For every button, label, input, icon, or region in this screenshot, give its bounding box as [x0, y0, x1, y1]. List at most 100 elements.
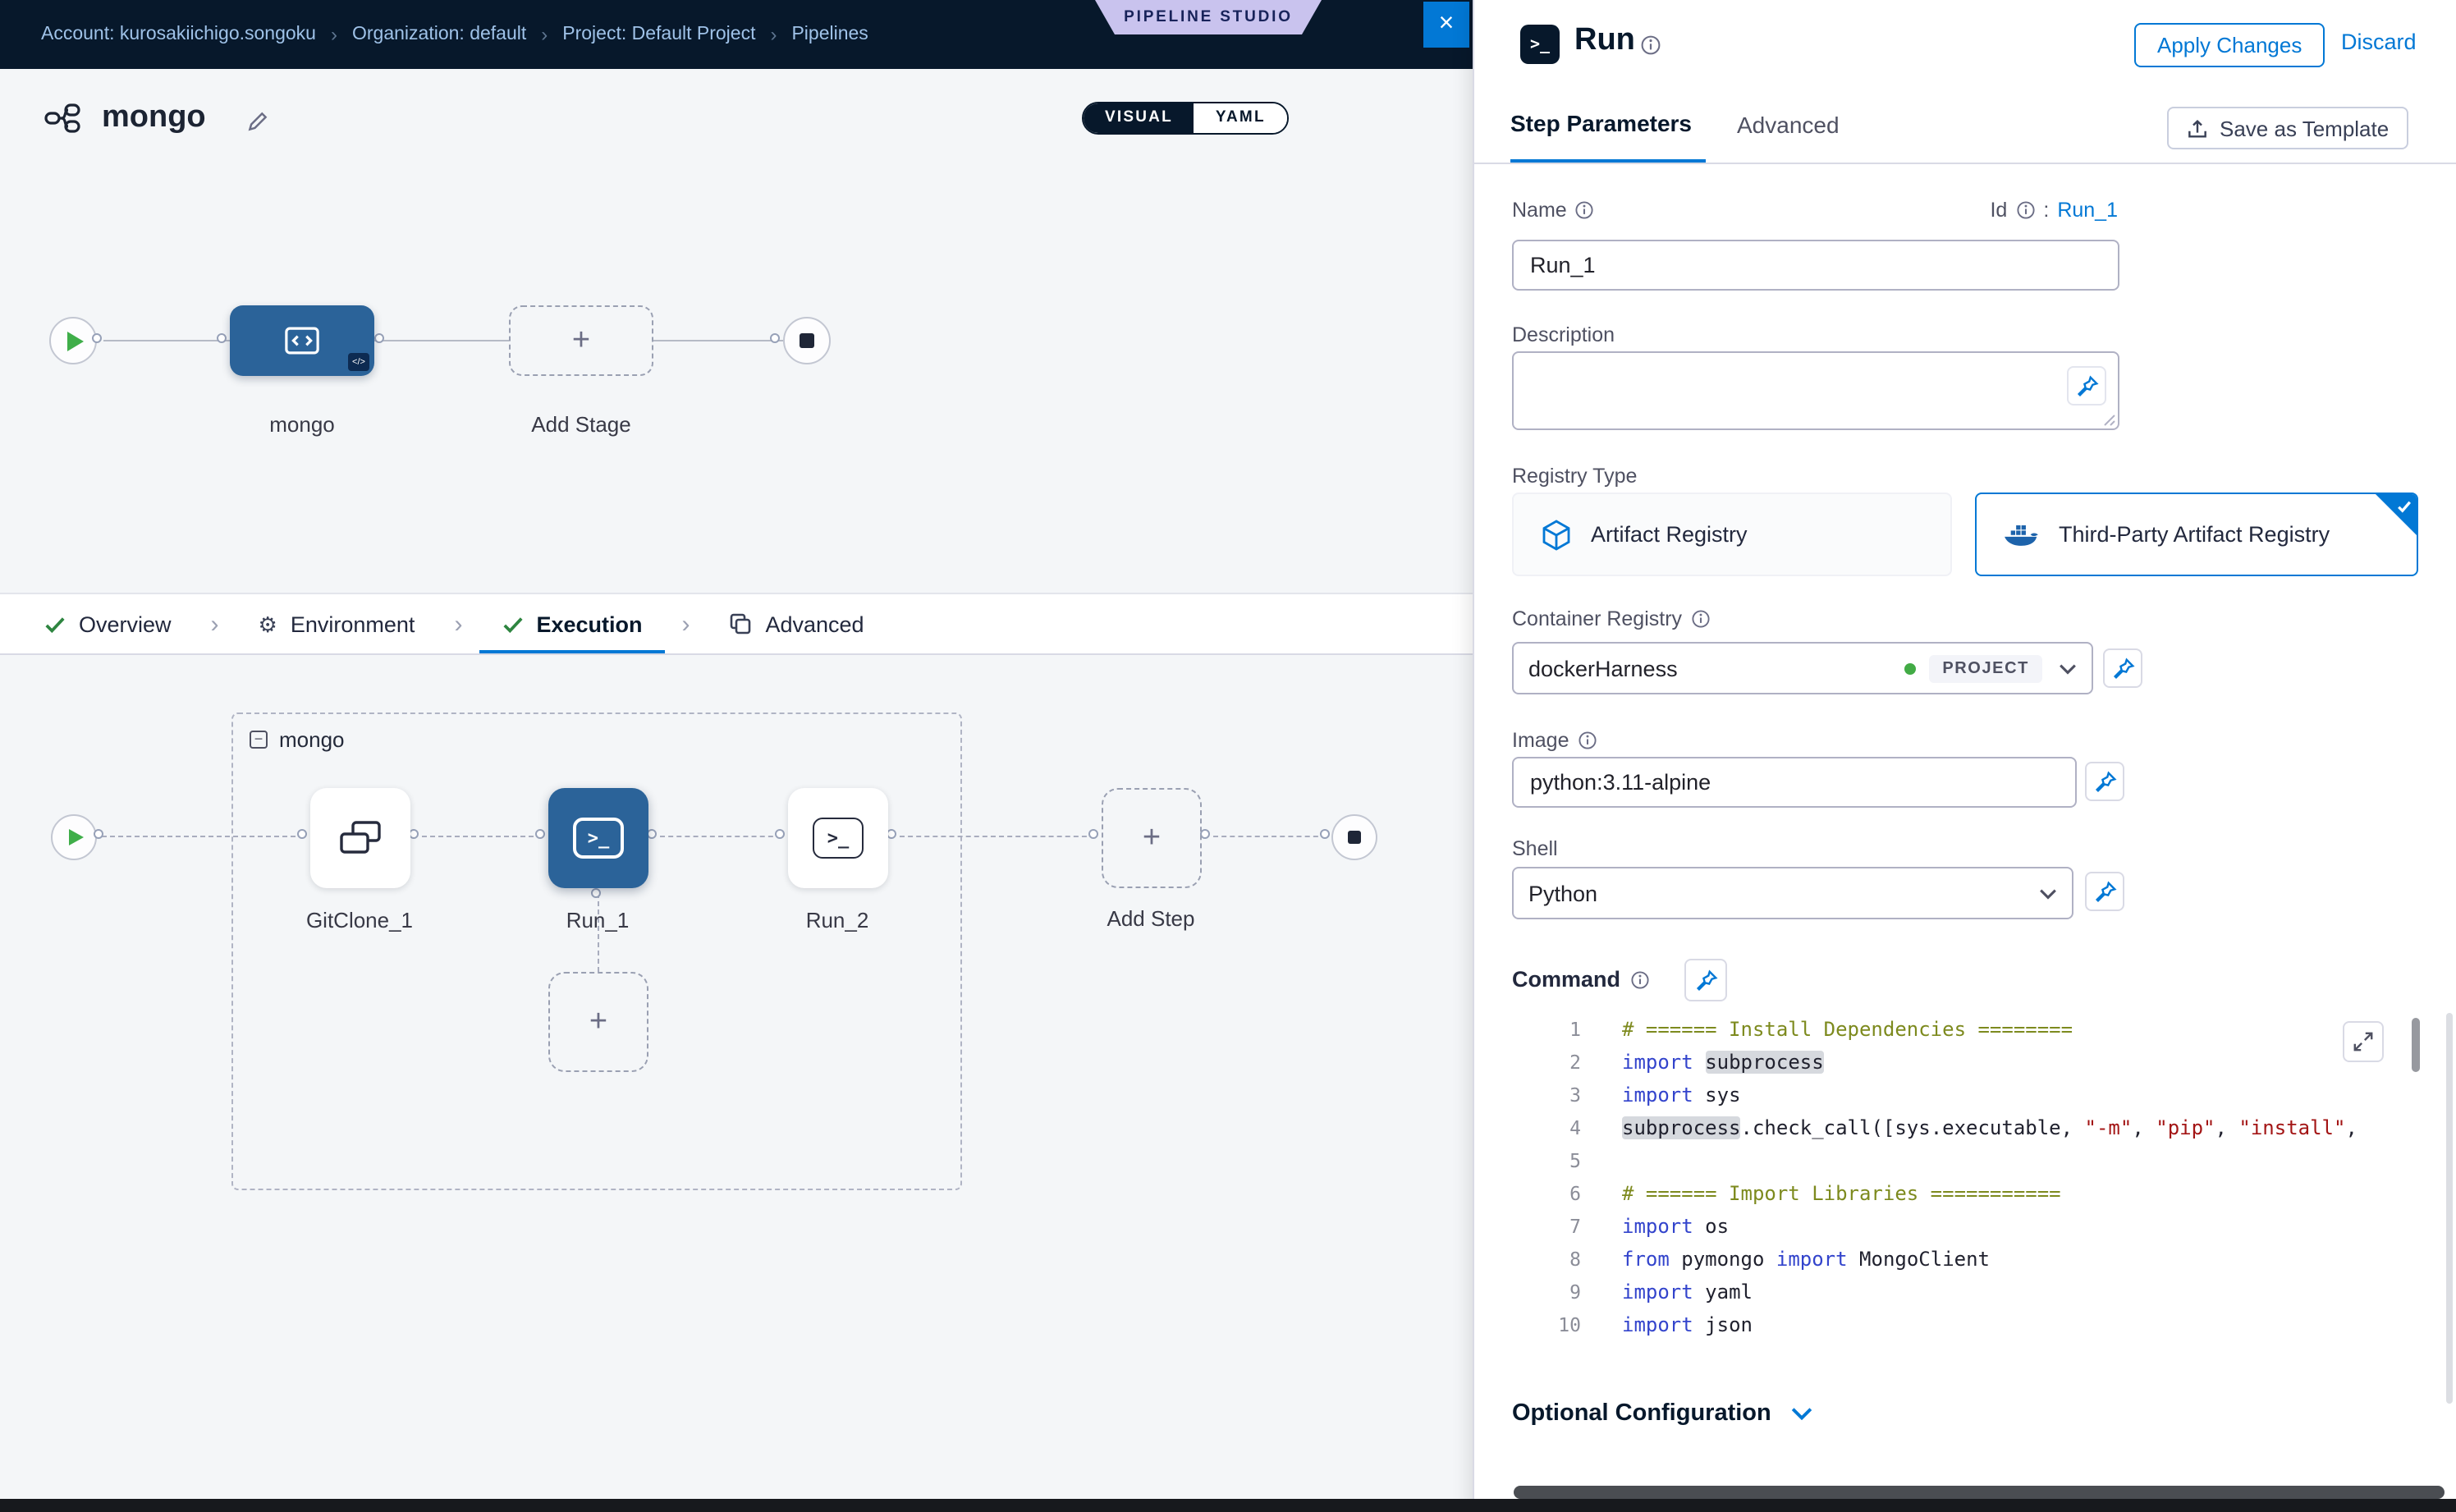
info-icon[interactable] — [1690, 609, 1710, 629]
image-input[interactable] — [1512, 757, 2077, 808]
stage-node-mongo[interactable]: </> — [230, 305, 374, 376]
visual-yaml-toggle: VISUAL YAML — [1082, 102, 1289, 135]
add-stage-button[interactable]: + — [509, 305, 653, 376]
execution-end-node[interactable] — [1331, 814, 1377, 860]
pin-runtime-input-button[interactable] — [1684, 959, 1727, 1001]
tab-environment[interactable]: ⚙ Environment — [259, 594, 415, 653]
info-icon[interactable] — [1630, 969, 1650, 989]
step-node-run1-selected[interactable]: >_ — [548, 788, 648, 888]
step-group-label: mongo — [279, 727, 345, 752]
edge — [1213, 836, 1327, 837]
pin-runtime-input-button[interactable] — [2085, 872, 2124, 911]
connector-dot — [216, 333, 226, 343]
edit-pencil-icon[interactable] — [246, 110, 269, 133]
description-textarea[interactable] — [1512, 351, 2119, 430]
step-node-gitclone[interactable] — [310, 788, 410, 888]
edge — [103, 340, 230, 341]
edge — [900, 836, 1095, 837]
step-config-panel: >_ Run Apply Changes Discard Step Parame… — [1473, 0, 2456, 1512]
artifact-registry-icon — [1542, 519, 1570, 550]
registry-option-artifact[interactable]: Artifact Registry — [1512, 493, 1952, 576]
breadcrumb-project[interactable]: Project: Default Project — [562, 25, 756, 44]
info-icon[interactable] — [1578, 731, 1597, 750]
connector-dot — [535, 829, 545, 839]
command-code-editor[interactable]: 1# ====== Install Dependencies ========2… — [1512, 1013, 2426, 1346]
add-parallel-step-button[interactable]: + — [548, 972, 648, 1072]
toggle-yaml[interactable]: YAML — [1194, 103, 1287, 133]
save-as-template-button[interactable]: Save as Template — [2167, 107, 2409, 149]
breadcrumb-account[interactable]: Account: kurosakiichigo.songoku — [41, 25, 316, 44]
line-number: 6 — [1569, 1182, 1581, 1205]
pin-runtime-input-button[interactable] — [2085, 762, 2124, 801]
tab-overview-label: Overview — [79, 612, 172, 636]
tab-overview[interactable]: Overview — [44, 594, 172, 653]
add-step-button[interactable]: + — [1102, 788, 1202, 888]
code-line[interactable]: 5 — [1512, 1144, 2426, 1177]
tab-environment-label: Environment — [290, 612, 415, 636]
plus-icon: + — [571, 323, 591, 357]
step-label-gitclone: GitClone_1 — [305, 908, 414, 932]
line-number: 10 — [1558, 1313, 1581, 1336]
step-node-run2[interactable]: >_ — [788, 788, 888, 888]
pipeline-end-node[interactable] — [783, 317, 831, 364]
edge — [422, 836, 542, 837]
tab-execution[interactable]: Execution — [479, 594, 665, 653]
line-number: 3 — [1569, 1084, 1581, 1107]
execution-start-node[interactable] — [51, 814, 97, 860]
container-registry-label: Container Registry — [1512, 607, 1710, 630]
resize-handle[interactable] — [2103, 414, 2116, 427]
tab-advanced-panel[interactable]: Advanced — [1737, 112, 1840, 138]
breadcrumb-separator-icon: › — [331, 23, 337, 46]
pin-runtime-input-button[interactable] — [2103, 648, 2142, 688]
panel-scrollbar[interactable] — [2446, 1013, 2453, 1404]
shell-select[interactable]: Python — [1512, 867, 2073, 919]
breadcrumb-pipelines[interactable]: Pipelines — [791, 25, 868, 44]
code-line[interactable]: 1# ====== Install Dependencies ======== — [1512, 1013, 2426, 1046]
info-icon[interactable] — [1575, 200, 1595, 220]
description-label: Description — [1512, 323, 1615, 346]
info-icon[interactable] — [1640, 34, 1661, 56]
editor-scrollbar-thumb[interactable] — [2412, 1018, 2420, 1072]
close-button[interactable]: × — [1423, 2, 1469, 48]
pipeline-start-node[interactable] — [49, 317, 97, 364]
info-icon[interactable] — [2015, 200, 2035, 220]
stage-service-icon — [284, 327, 320, 355]
id-label: Id — [1990, 199, 2008, 222]
apply-changes-button[interactable]: Apply Changes — [2134, 23, 2325, 67]
step-label-run2: Run_2 — [805, 908, 869, 932]
container-registry-select[interactable]: dockerHarness PROJECT — [1512, 642, 2093, 694]
pin-icon — [2112, 657, 2134, 679]
optional-configuration-label: Optional Configuration — [1512, 1400, 1771, 1427]
pin-icon — [2076, 374, 2098, 396]
discard-button[interactable]: Discard — [2341, 30, 2417, 54]
step-group-outline — [231, 712, 962, 1190]
tab-step-parameters[interactable]: Step Parameters — [1510, 110, 1693, 136]
check-icon — [502, 616, 523, 633]
breadcrumb-organization[interactable]: Organization: default — [352, 25, 527, 44]
line-number: 2 — [1569, 1051, 1581, 1074]
pipeline-name-title: mongo — [102, 100, 206, 135]
horizontal-scrollbar-thumb[interactable] — [1514, 1486, 2445, 1499]
expand-editor-button[interactable] — [2343, 1021, 2384, 1062]
name-input[interactable] — [1512, 240, 2119, 291]
upload-icon — [2188, 119, 2206, 137]
pin-runtime-input-button[interactable] — [2067, 366, 2106, 405]
panel-title: Run — [1574, 23, 1635, 57]
toggle-visual[interactable]: VISUAL — [1084, 103, 1194, 133]
registry-option-third-party-selected[interactable]: Third-Party Artifact Registry — [1975, 493, 2418, 576]
id-value-link[interactable]: Run_1 — [2057, 199, 2118, 222]
tab-advanced[interactable]: Advanced — [729, 594, 864, 653]
connector-dot — [1088, 829, 1098, 839]
optional-configuration-toggle[interactable]: Optional Configuration — [1512, 1400, 1812, 1427]
collapse-icon[interactable]: − — [250, 731, 268, 749]
code-line[interactable]: 6# ====== Import Libraries =========== — [1512, 1177, 2426, 1210]
name-label: Name — [1512, 199, 1595, 222]
add-stage-label: Add Stage — [531, 412, 631, 437]
